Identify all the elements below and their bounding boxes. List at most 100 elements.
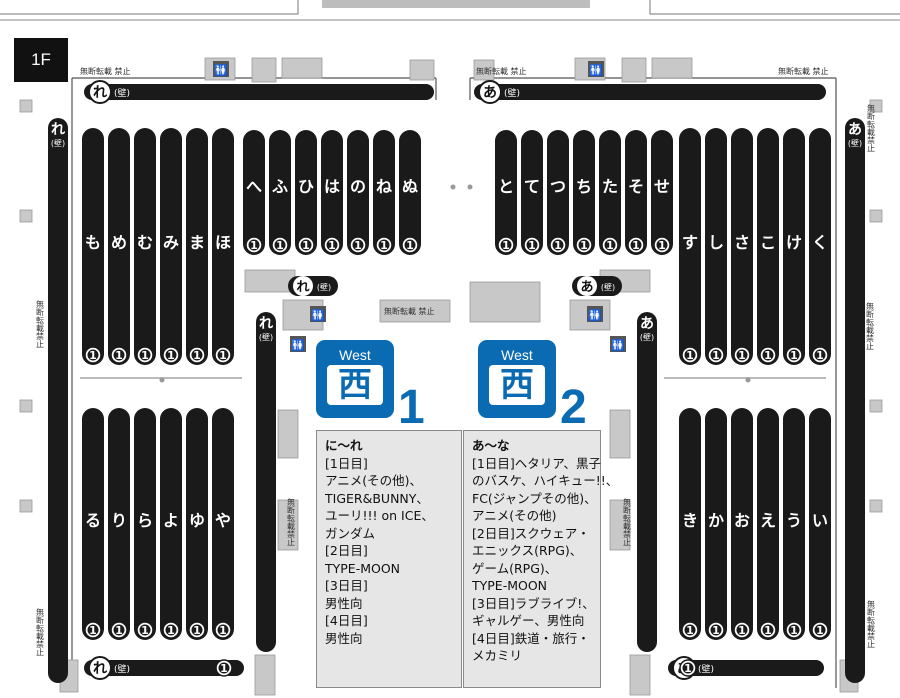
block-left-top-space-num-inner	[217, 349, 229, 361]
block-left-mid-space-num-inner	[300, 239, 312, 251]
facility-12	[869, 99, 883, 113]
block-right-mid-island	[651, 130, 673, 255]
block-left-top-space-num: 1	[193, 349, 201, 362]
block-left-top-island	[82, 128, 104, 365]
facility-21	[469, 281, 541, 323]
wall-a-label-badge	[577, 276, 597, 296]
facility-3	[409, 59, 435, 81]
block-left-mid-island	[373, 130, 395, 255]
block-left-mid-space-num-inner	[404, 239, 416, 251]
block-left-mid-space-num: 1	[406, 239, 414, 252]
wall-re-bottom-badge	[88, 656, 112, 680]
marker-dot	[159, 377, 165, 383]
block-left-mid-space-num: 1	[302, 239, 310, 252]
block-left-mid-label: ふ	[272, 177, 288, 196]
block-left-mid-island	[347, 130, 369, 255]
block-left-top-space-num: 1	[219, 349, 227, 362]
facility-26	[254, 654, 276, 696]
restroom-icon: 🚻	[291, 339, 305, 352]
facility-16	[244, 269, 296, 293]
block-right-bottom-label: き	[682, 511, 698, 530]
block-left-mid-space-num: 1	[354, 239, 362, 252]
restroom-icon: 🚻	[214, 64, 228, 77]
block-left-mid-island	[321, 130, 343, 255]
facility-2	[281, 57, 323, 79]
block-right-bottom-space-num: 1	[738, 624, 746, 637]
block-right-mid-space-num: 1	[606, 239, 614, 252]
genre-line: のバスケ、ハイキュー!!、	[472, 473, 619, 488]
wall-a-top-wall: (壁)	[504, 87, 520, 99]
wall-re-top-char: れ	[93, 85, 107, 101]
wall-re-top-wall: (壁)	[114, 87, 130, 99]
facility-1	[251, 57, 277, 83]
wall-re-bottom-char: れ	[93, 661, 107, 677]
wall-re-label-wall: (壁)	[317, 282, 331, 292]
genre-line: [1日目]ヘタリア、黒子	[472, 455, 601, 471]
restroom-icon-bg-0	[213, 61, 229, 77]
facility-10	[19, 399, 33, 413]
no-repro-label: 無断転載 禁止	[778, 66, 829, 76]
block-left-top-space-num: 1	[115, 349, 123, 362]
wall-a-top-char: あ	[483, 85, 497, 101]
block-right-top-island	[809, 128, 831, 365]
block-right-bottom-space-num-inner	[762, 624, 774, 636]
block-left-bottom-space-num-inner	[217, 624, 229, 636]
hall-label-en: West	[339, 347, 371, 363]
block-right-top-space-num-inner	[736, 349, 748, 361]
no-repro-label-vertical: 無断転載禁止	[866, 301, 875, 350]
block-right-mid-space-num-inner	[630, 239, 642, 251]
facility-6	[651, 57, 693, 79]
hall-genre-box: あ〜な [1日目]ヘタリア、黒子のバスケ、ハイキュー!!、 FC(ジャンプその他)、…	[463, 430, 619, 688]
facility-14	[869, 399, 883, 413]
block-left-top-label: も	[85, 233, 101, 252]
facility-23	[277, 499, 299, 551]
wall-a-top-badge	[478, 80, 502, 104]
block-right-bottom-island	[783, 408, 805, 640]
block-left-bottom-space-num-inner	[191, 624, 203, 636]
block-left-mid-label: ぬ	[402, 177, 418, 196]
block-right-top-space-num-inner	[788, 349, 800, 361]
genre-line: FC(ジャンプその他)、	[472, 490, 597, 506]
no-repro-label-vertical: 無断転載禁止	[867, 599, 876, 648]
hall-genre-box: に〜れ[1日目]アニメ(その他)、TIGER&BUNNY、ユーリ!!! on I…	[316, 430, 462, 688]
block-right-mid-island	[495, 130, 517, 255]
genre-line: [4日目]	[325, 613, 368, 628]
block-right-top-island	[757, 128, 779, 365]
block-right-top-label: す	[682, 233, 698, 252]
block-left-mid-space-num: 1	[380, 239, 388, 252]
block-left-top-island	[134, 128, 156, 365]
block-right-mid-space-num-inner	[500, 239, 512, 251]
block-left-bottom-label: や	[215, 511, 231, 530]
space-num-inner	[682, 662, 694, 674]
facility-11	[19, 499, 33, 513]
block-right-bottom-island	[809, 408, 831, 640]
block-left-mid-island	[399, 130, 421, 255]
wall-a-inner-char: あ	[640, 316, 654, 332]
genre-line: ギャルゲー、男性向	[472, 613, 585, 628]
block-left-bottom-island	[108, 408, 130, 640]
block-right-bottom-island	[679, 408, 701, 640]
block-left-bottom-label: よ	[163, 511, 179, 530]
facility-22	[277, 409, 299, 459]
hall-range: あ〜な	[472, 438, 510, 453]
block-left-mid-label: ね	[376, 177, 392, 196]
no-repro-label: 無断転載 禁止	[476, 66, 527, 76]
block-right-bottom-space-num: 1	[764, 624, 772, 637]
block-right-mid-space-num-inner	[578, 239, 590, 251]
block-right-bottom-island	[731, 408, 753, 640]
block-right-mid-island	[599, 130, 621, 255]
floor-indicator: 1F	[14, 38, 68, 82]
block-right-mid-space-num: 1	[658, 239, 666, 252]
no-repro-label: 無断転載 禁止	[384, 306, 435, 316]
block-right-top-space-num-inner	[684, 349, 696, 361]
genre-line: エニックス(RPG)、	[472, 543, 583, 558]
block-right-mid-label: そ	[628, 177, 644, 196]
block-right-top-space-num: 1	[790, 349, 798, 362]
block-right-bottom-label: い	[812, 511, 828, 530]
block-left-bottom-island	[160, 408, 182, 640]
block-left-top-label: め	[111, 233, 127, 252]
block-left-mid-island	[269, 130, 291, 255]
top-frame-left	[0, 0, 299, 15]
